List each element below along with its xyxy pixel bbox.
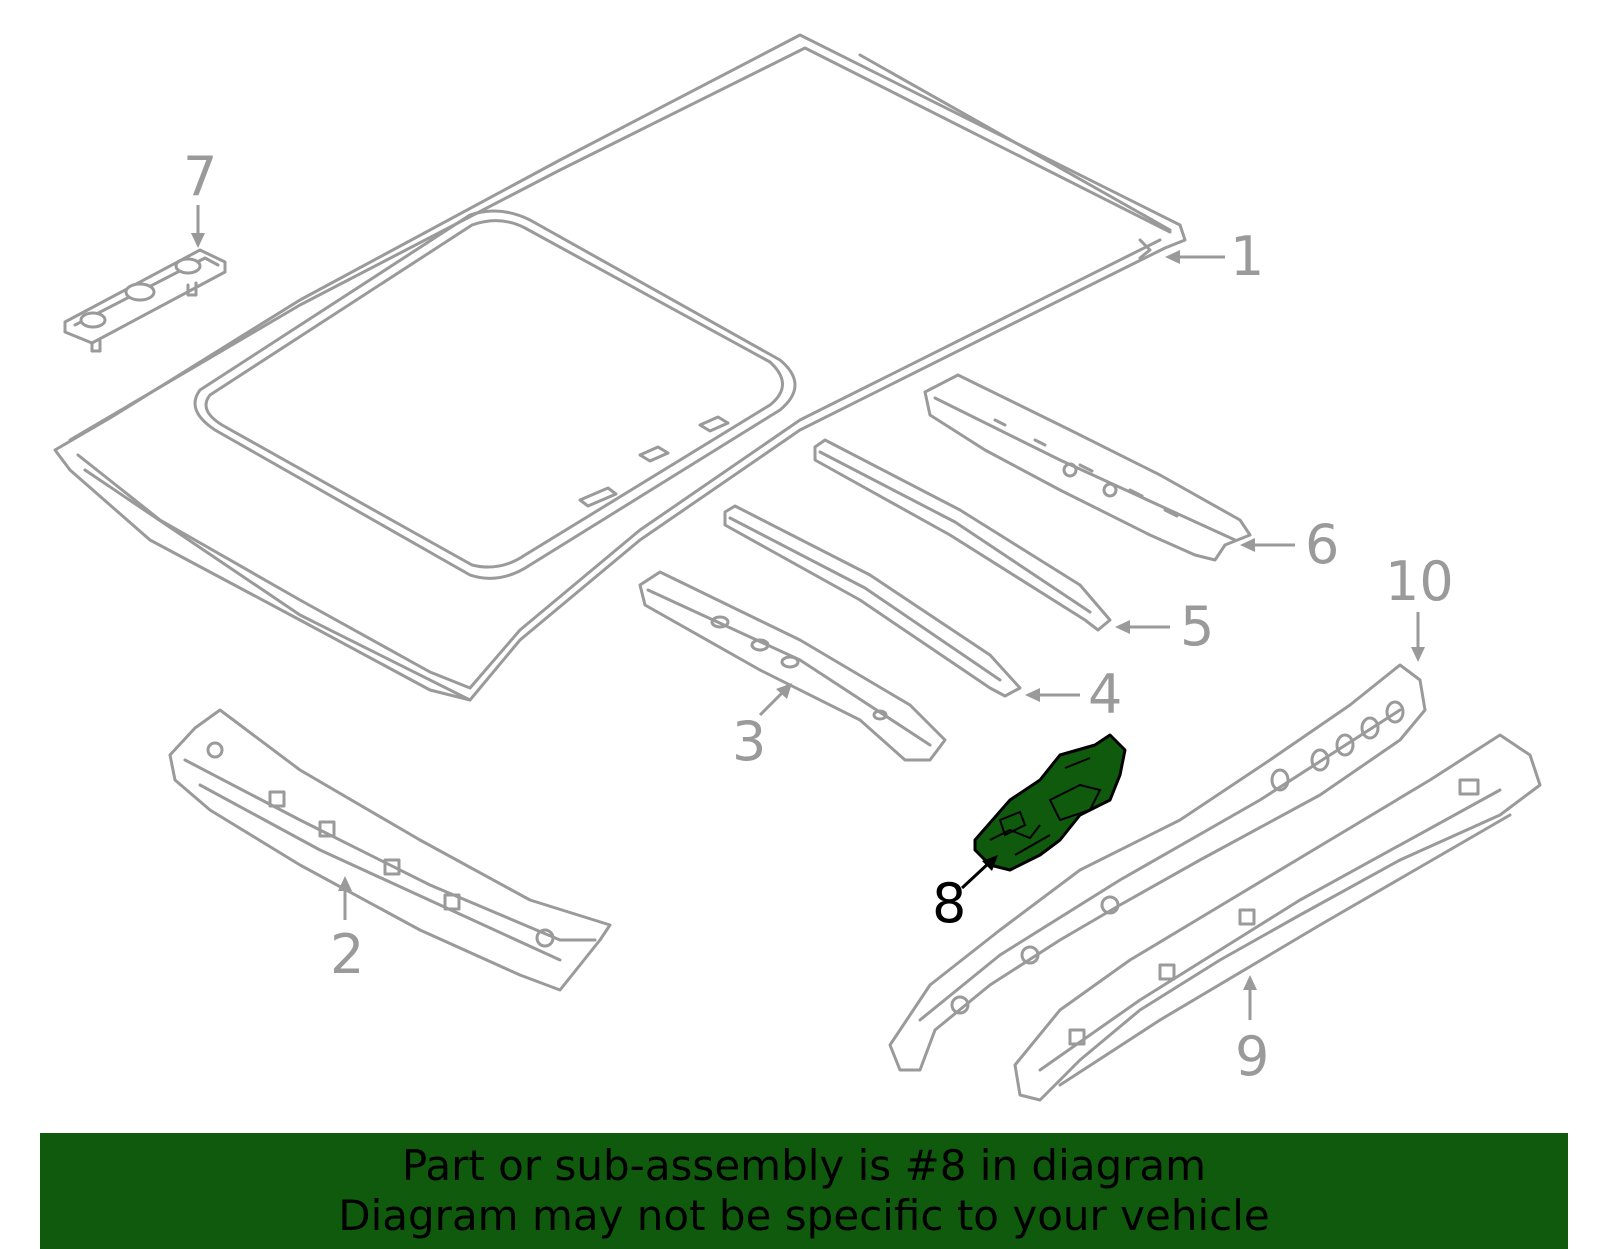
part-7-bracket[interactable] xyxy=(63,248,227,353)
callout-9: 9 xyxy=(1235,975,1269,1088)
callout-7: 7 xyxy=(183,145,217,248)
callout-8: 8 xyxy=(932,855,998,935)
banner-line-1: Part or sub-assembly is #8 in diagram xyxy=(401,1141,1207,1190)
part-4-roof-bow[interactable] xyxy=(723,504,1022,698)
callout-2: 2 xyxy=(330,876,364,986)
callout-1: 1 xyxy=(1165,225,1264,288)
banner-line-2: Diagram may not be specific to your vehi… xyxy=(338,1191,1270,1240)
part-8-highlighted-bracket[interactable] xyxy=(973,733,1127,872)
svg-text:9: 9 xyxy=(1235,1025,1269,1088)
svg-text:6: 6 xyxy=(1305,513,1339,576)
svg-text:4: 4 xyxy=(1088,663,1122,726)
part-5-roof-bow[interactable] xyxy=(813,438,1112,632)
callout-4: 4 xyxy=(1025,663,1122,726)
part-6-rail[interactable] xyxy=(923,373,1252,562)
part-9-side-rail[interactable] xyxy=(1013,733,1542,1102)
callout-5: 5 xyxy=(1115,595,1214,658)
svg-text:3: 3 xyxy=(732,710,766,773)
svg-text:5: 5 xyxy=(1180,595,1214,658)
svg-text:8: 8 xyxy=(932,872,966,935)
svg-text:7: 7 xyxy=(183,145,217,208)
svg-text:2: 2 xyxy=(330,923,364,986)
svg-text:10: 10 xyxy=(1385,550,1454,613)
callout-10: 10 xyxy=(1385,550,1454,662)
part-3-roof-rail[interactable] xyxy=(638,570,947,762)
callout-6: 6 xyxy=(1240,513,1339,576)
part-2-header[interactable] xyxy=(168,708,612,992)
callout-3: 3 xyxy=(732,683,792,773)
part-10-side-rail[interactable] xyxy=(888,663,1427,1072)
info-banner: Part or sub-assembly is #8 in diagram Di… xyxy=(40,1133,1568,1249)
svg-text:1: 1 xyxy=(1230,225,1264,288)
part-1-roof-panel[interactable] xyxy=(53,33,1187,702)
